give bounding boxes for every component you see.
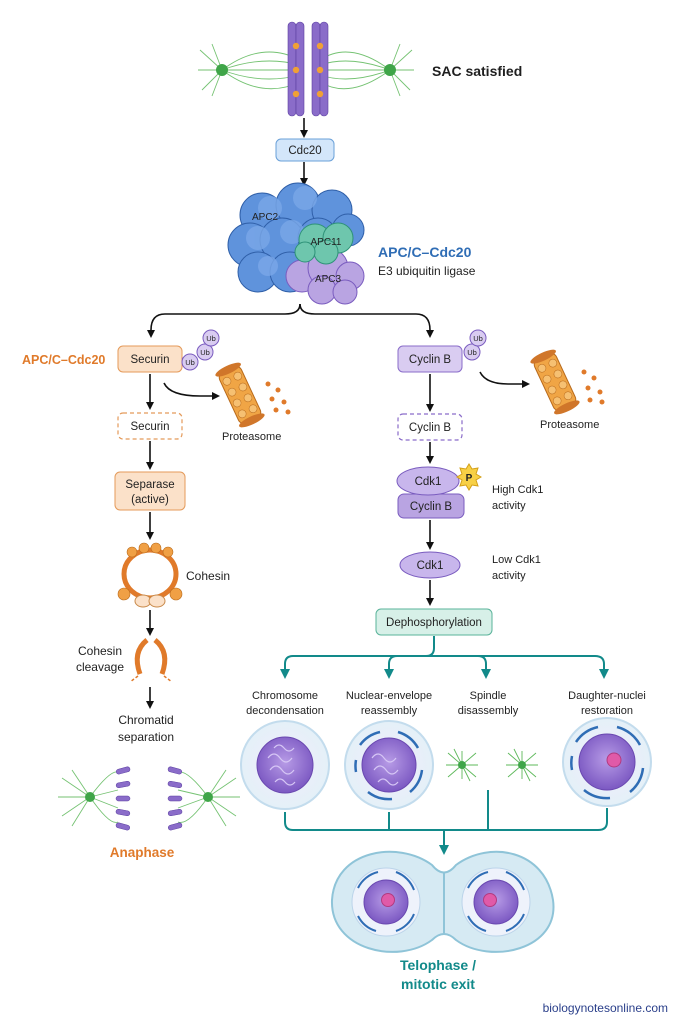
- apc-complex: APC2 APC11 APC3: [227, 182, 365, 305]
- securin-ub-label: Securin: [131, 354, 170, 366]
- peptides-right: [581, 369, 605, 405]
- cdk1-low-label: Cdk1: [417, 560, 444, 572]
- ub-chain-right: Ub Ub: [463, 329, 487, 361]
- low-cdk1-label-2: activity: [492, 570, 526, 582]
- cyclin-degraded-label: Cyclin B: [409, 422, 452, 434]
- securin-ub-box: Securin: [117, 345, 183, 373]
- cdk1-high-label: Cdk1: [415, 476, 442, 488]
- proteasome-right: [530, 349, 580, 415]
- proteasome-left: [215, 362, 265, 428]
- svg-text:Ub: Ub: [206, 334, 216, 343]
- cohesin-label: Cohesin: [186, 569, 230, 583]
- event-1-label-1: Chromosome: [252, 690, 318, 702]
- event-4-label-1: Daughter-nuclei: [568, 690, 646, 702]
- cohesin-cleaved: [129, 638, 173, 683]
- svg-text:Ub: Ub: [467, 348, 477, 357]
- cyclin-ub-box: Cyclin B: [397, 345, 463, 373]
- event-2-label-2: reassembly: [361, 705, 418, 717]
- chromatid-label-1: Chromatid: [118, 713, 173, 727]
- phospho-label: P: [466, 473, 473, 484]
- separase-box: Separase (active): [114, 471, 186, 511]
- cdk1-cyclin-complex: Cyclin B Cdk1 P: [396, 463, 482, 519]
- cohesin-ring: [117, 542, 183, 608]
- cdc20-box: Cdc20: [275, 138, 335, 162]
- proteasome-left-label: Proteasome: [222, 431, 281, 443]
- separase-label-2: (active): [131, 494, 169, 506]
- svg-text:Ub: Ub: [200, 348, 210, 357]
- cyclin-ub-label: Cyclin B: [409, 354, 452, 366]
- centrosome-left: [216, 64, 228, 76]
- dephos-label: Dephosphorylation: [386, 617, 482, 629]
- metaphase-spindle: [198, 21, 414, 117]
- dephosphorylation-box: Dephosphorylation: [375, 608, 493, 636]
- securin-degraded-box: Securin: [117, 412, 183, 440]
- peptides-left: [265, 381, 291, 415]
- nucleus-reassembly: [344, 720, 434, 810]
- cleavage-label-1: Cohesin: [78, 644, 122, 658]
- cleavage-label-2: cleavage: [76, 660, 124, 674]
- event-1-label-2: decondensation: [246, 705, 324, 717]
- securin-degraded-label: Securin: [131, 421, 170, 433]
- cdc20-label: Cdc20: [288, 145, 321, 157]
- apc-subtitle: E3 ubiquitin ligase: [378, 264, 476, 278]
- svg-text:Ub: Ub: [473, 334, 483, 343]
- separase-label-1: Separase: [125, 479, 174, 491]
- cdk1-low: Cdk1: [399, 551, 461, 579]
- watermark: biologynotesonline.com: [543, 1001, 668, 1015]
- high-cdk1-label-2: activity: [492, 500, 526, 512]
- svg-text:Ub: Ub: [185, 358, 195, 367]
- event-3-label-1: Spindle: [470, 690, 507, 702]
- phospho-badge: P: [456, 463, 482, 491]
- anaphase-label: Anaphase: [110, 845, 175, 860]
- apc3-label: APC3: [315, 274, 342, 285]
- telophase-label-2: mitotic exit: [401, 976, 475, 992]
- nucleus-decondensation: [240, 720, 330, 810]
- cyclin-degraded-box: Cyclin B: [397, 413, 463, 441]
- chromatid-label-2: separation: [118, 730, 174, 744]
- sac-label: SAC satisfied: [432, 63, 522, 79]
- high-cdk1-label-1: High Cdk1: [492, 484, 543, 496]
- ub-chain-left: Ub Ub Ub: [181, 329, 220, 371]
- proteasome-right-label: Proteasome: [540, 419, 599, 431]
- spindle-disassembly: [446, 748, 538, 782]
- low-cdk1-label-1: Low Cdk1: [492, 554, 541, 566]
- apc-title: APC/C–Cdc20: [378, 244, 472, 260]
- event-4-label-2: restoration: [581, 705, 633, 717]
- event-3-label-2: disassembly: [458, 705, 519, 717]
- apc2-label: APC2: [252, 212, 279, 223]
- anaphase-spindle: [58, 766, 240, 831]
- nucleus-restoration: [562, 717, 652, 807]
- cyclin-complex-label: Cyclin B: [410, 501, 453, 513]
- centrosome-right: [384, 64, 396, 76]
- apc11-label: APC11: [311, 237, 342, 248]
- event-2-label-1: Nuclear-envelope: [346, 690, 432, 702]
- telophase-cell: [330, 850, 555, 953]
- telophase-label-1: Telophase /: [400, 957, 476, 973]
- left-apc-label: APC/C–Cdc20: [22, 353, 105, 367]
